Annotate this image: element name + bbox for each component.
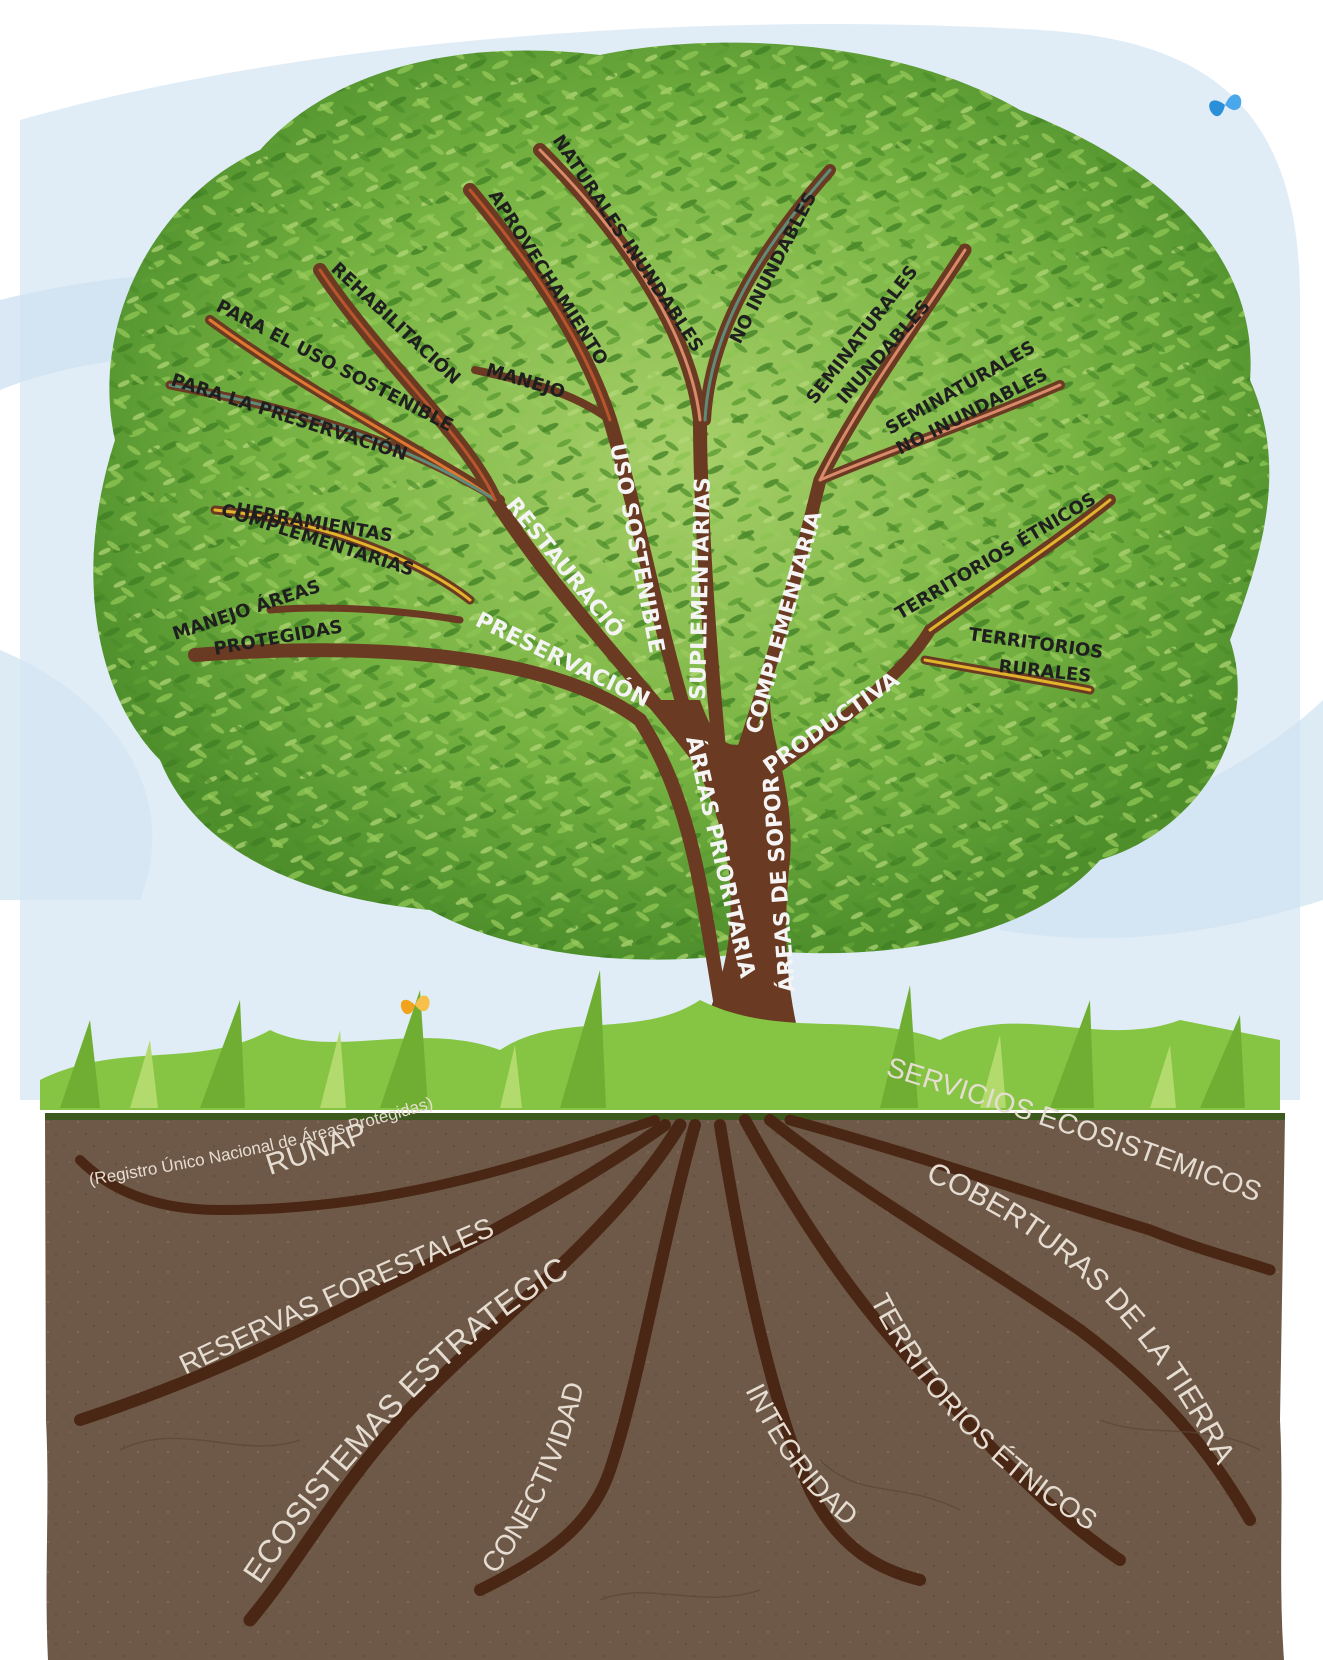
soil (45, 1118, 1285, 1660)
label-suplementarias: SUPLEMENTARIAS (686, 477, 716, 700)
